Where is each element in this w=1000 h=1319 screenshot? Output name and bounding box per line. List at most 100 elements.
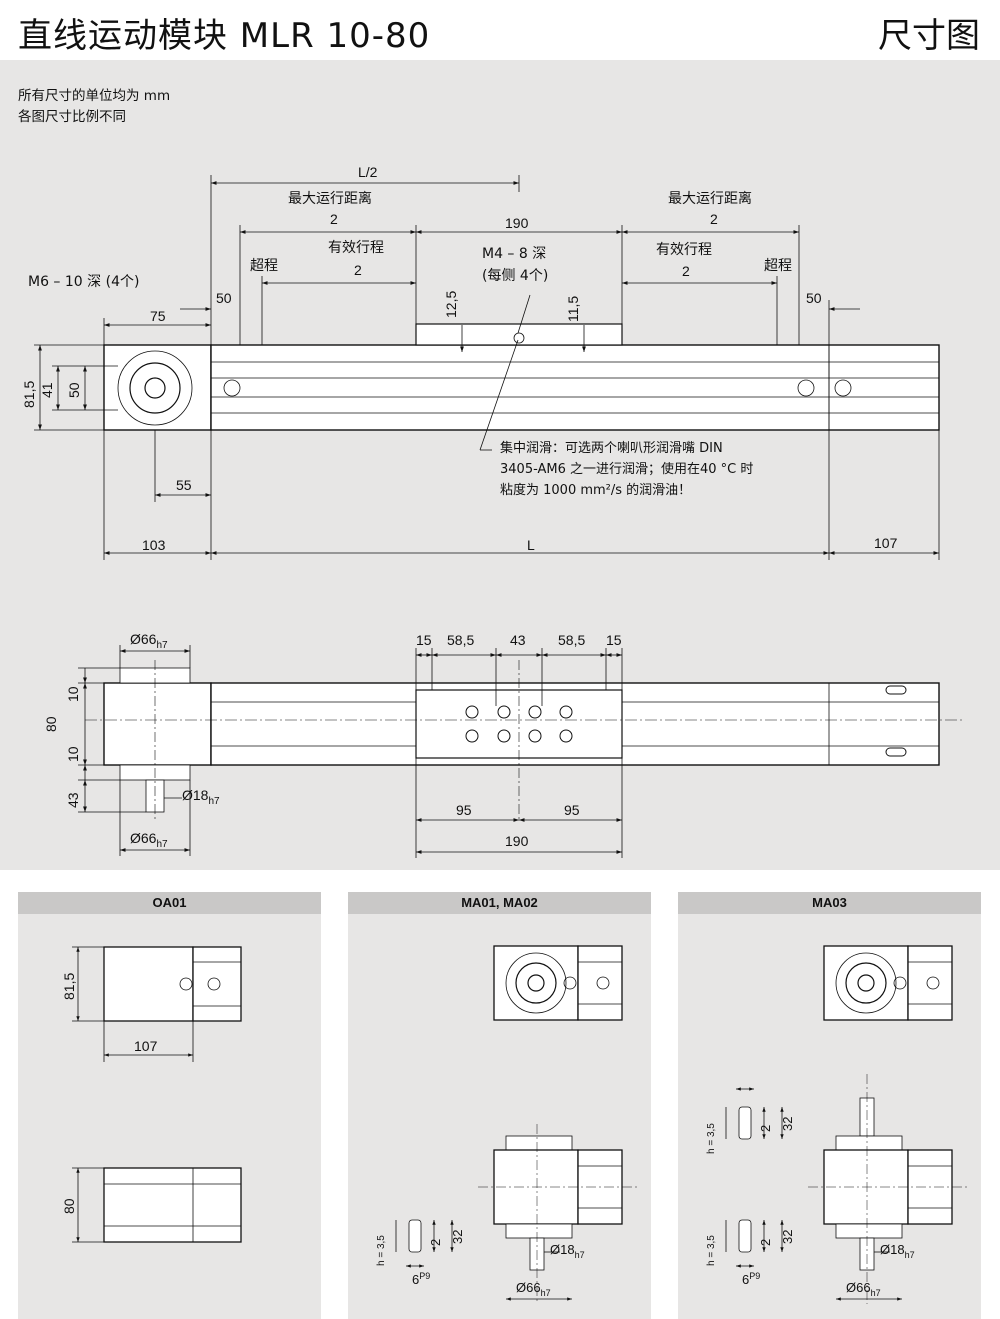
dim-15-left: 15 — [416, 632, 432, 648]
ma01-h7b-text: h7 — [541, 1288, 551, 1298]
ma03-dim-d66: Ø66h7 — [846, 1280, 881, 1298]
dim-10-top: 10 — [65, 686, 81, 702]
dim-15-right: 15 — [606, 632, 622, 648]
main-drawing: L/2 最大运行距离 2 190 最大运行距离 2 有效行程 2 有效行程 2 … — [21, 164, 965, 858]
label-eff-stroke-right: 有效行程 — [656, 242, 712, 258]
h7-top-text: h7 — [156, 640, 168, 651]
label-m6: M6 – 10 深 (4个) — [28, 274, 139, 290]
ma01-d66-text: Ø66 — [516, 1280, 541, 1295]
note-scale: 各图尺寸比例不同 — [18, 109, 126, 125]
profile-top — [210, 344, 940, 431]
lubrication-note-2: 3405-AM6 之一进行润滑；使用在40 °C 时 — [500, 461, 753, 477]
ma03-h-top: h = 3,5 — [706, 1123, 717, 1154]
label-eff-stroke-left: 有效行程 — [328, 240, 384, 256]
ma03-h: h = 3,5 — [706, 1235, 717, 1266]
ma03-d18-text: Ø18 — [880, 1242, 905, 1257]
ma01-dim-d66: Ø66h7 — [516, 1280, 551, 1298]
label-over-travel-left: 超程 — [250, 258, 278, 274]
dim-d66-top: Ø66h7 — [130, 631, 168, 651]
dim-10-bottom: 10 — [65, 746, 81, 762]
ma03-dim-d18: Ø18h7 — [880, 1242, 915, 1260]
lubrication-note-3: 粘度为 1000 mm²/s 的润滑油！ — [500, 482, 691, 498]
dim-43-vert: 43 — [65, 792, 81, 808]
dim-d18: Ø18h7 — [182, 787, 220, 807]
oa01-dim-80: 80 — [61, 1198, 77, 1214]
dim-190-bottom: 190 — [505, 833, 529, 849]
dim-103: 103 — [142, 537, 166, 553]
ma01-h: h = 3,5 — [376, 1235, 387, 1266]
flange-outer — [117, 350, 193, 426]
oa01-dim-107: 107 — [134, 1038, 158, 1054]
ma01-d18-text: Ø18 — [550, 1242, 575, 1257]
h7-mid-text: h7 — [208, 796, 220, 807]
panel-oa01-title: OA01 — [18, 892, 321, 914]
note-units: 所有尺寸的单位均为 mm — [18, 88, 171, 104]
label-m4-sub: (每侧 4个) — [482, 268, 548, 284]
panel-ma03-drawing: h = 3,5 2 32 h = 3,5 2 32 6P9 Ø18h7 Ø66h… — [706, 945, 968, 1304]
dim-41: 41 — [39, 382, 55, 398]
panel-oa01: OA01 81,5 107 80 — [18, 892, 321, 1319]
dim-58-5-right: 58,5 — [558, 632, 585, 648]
dim-107: 107 — [874, 535, 898, 551]
ma03-6-text: 6 — [742, 1272, 749, 1287]
label-two-eff-right: 2 — [682, 263, 690, 279]
ma03-dim-32-top: 32 — [780, 1117, 795, 1131]
panel-ma03-title: MA03 — [678, 892, 981, 914]
dim-81-5: 81,5 — [21, 381, 37, 408]
page-title: 直线运动模块 MLR 10-80 — [18, 16, 431, 56]
ma03-dim-2: 2 — [758, 1239, 773, 1246]
label-two-right: 2 — [710, 211, 718, 227]
ma03-dim-6: 6P9 — [742, 1271, 760, 1287]
dim-190-top: 190 — [505, 215, 529, 231]
dim-11-5: 11,5 — [565, 296, 581, 322]
label-two-eff-left: 2 — [354, 262, 362, 278]
dim-55: 55 — [176, 477, 192, 493]
dim-12-5: 12,5 — [443, 291, 459, 318]
ma01-dim-d18: Ø18h7 — [550, 1242, 585, 1260]
ma03-dim-2-top: 2 — [758, 1125, 773, 1132]
ma01-p9-text: P9 — [419, 1271, 430, 1281]
ma01-6-text: 6 — [412, 1272, 419, 1287]
dim-d66-bottom: Ø66h7 — [130, 830, 168, 850]
section-title: 尺寸图 — [878, 16, 980, 56]
ma03-h7a-text: h7 — [905, 1250, 915, 1260]
ma01-dim-32: 32 — [450, 1230, 465, 1244]
ma03-d66-text: Ø66 — [846, 1280, 871, 1295]
dim-95-right: 95 — [564, 802, 580, 818]
dim-75: 75 — [150, 308, 166, 324]
motor-block-top — [103, 344, 212, 431]
d18-text: Ø18 — [182, 787, 209, 803]
dim-95-left: 95 — [456, 802, 472, 818]
dim-58-5-left: 58,5 — [447, 632, 474, 648]
panel-ma01-drawing: h = 3,5 2 32 6P9 Ø18h7 Ø66h7 — [376, 945, 638, 1304]
panel-ma01-ma02: MA01, MA02 h = 3,5 2 — [348, 892, 651, 1319]
label-over-travel-right: 超程 — [764, 258, 792, 274]
dim-80: 80 — [43, 716, 59, 732]
oa01-dim-81-5: 81,5 — [61, 973, 77, 1000]
ma03-h7b-text: h7 — [871, 1288, 881, 1298]
motor-block-side — [103, 682, 212, 766]
carriage-top — [415, 323, 623, 346]
ma01-dim-6: 6P9 — [412, 1271, 430, 1287]
ma03-dim-32: 32 — [780, 1230, 795, 1244]
label-m4: M4 – 8 深 — [482, 246, 546, 262]
ma01-h7a-text: h7 — [575, 1250, 585, 1260]
h7-bottom-text: h7 — [156, 839, 168, 850]
page-header: 直线运动模块 MLR 10-80 尺寸图 — [0, 0, 1000, 60]
dim-43-top: 43 — [510, 632, 526, 648]
dim-50-left: 50 — [216, 290, 232, 306]
panel-oa01-drawing: 81,5 107 80 — [61, 946, 242, 1243]
label-max-travel-left: 最大运行距离 — [288, 190, 372, 207]
d66-bottom-text: Ø66 — [130, 830, 157, 846]
unit-notes: 所有尺寸的单位均为 mm 各图尺寸比例不同 — [18, 86, 170, 128]
ma01-dim-2: 2 — [428, 1239, 443, 1246]
lubrication-note-1: 集中润滑：可选两个喇叭形润滑嘴 DIN — [500, 440, 723, 456]
panel-ma03: MA03 — [678, 892, 981, 1319]
ma03-p9-text: P9 — [749, 1271, 760, 1281]
label-max-travel-right: 最大运行距离 — [668, 190, 752, 207]
dim-50-right: 50 — [806, 290, 822, 306]
label-two-left: 2 — [330, 211, 338, 227]
dim-l-half: L/2 — [358, 164, 378, 180]
dim-50-vert: 50 — [66, 382, 82, 398]
panel-ma01-title: MA01, MA02 — [348, 892, 651, 914]
